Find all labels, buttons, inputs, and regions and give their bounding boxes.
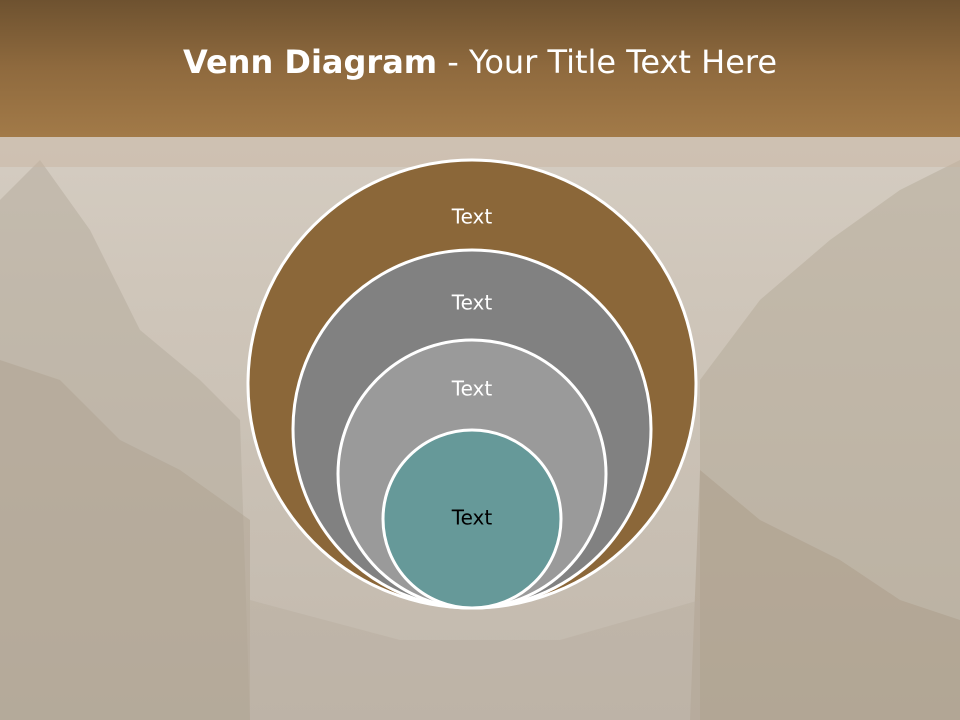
- slide-title: Venn Diagram - Your Title Text Here: [0, 40, 960, 84]
- title-bar: [0, 0, 960, 137]
- circle-inner-label: Text: [451, 506, 493, 530]
- slide-title-rest: - Your Title Text Here: [437, 43, 778, 81]
- circle-third-label: Text: [451, 377, 493, 401]
- circle-second-label: Text: [451, 291, 493, 315]
- circle-inner: [381, 428, 563, 610]
- circle-outer-label: Text: [451, 205, 493, 229]
- slide-title-bold: Venn Diagram: [182, 43, 438, 81]
